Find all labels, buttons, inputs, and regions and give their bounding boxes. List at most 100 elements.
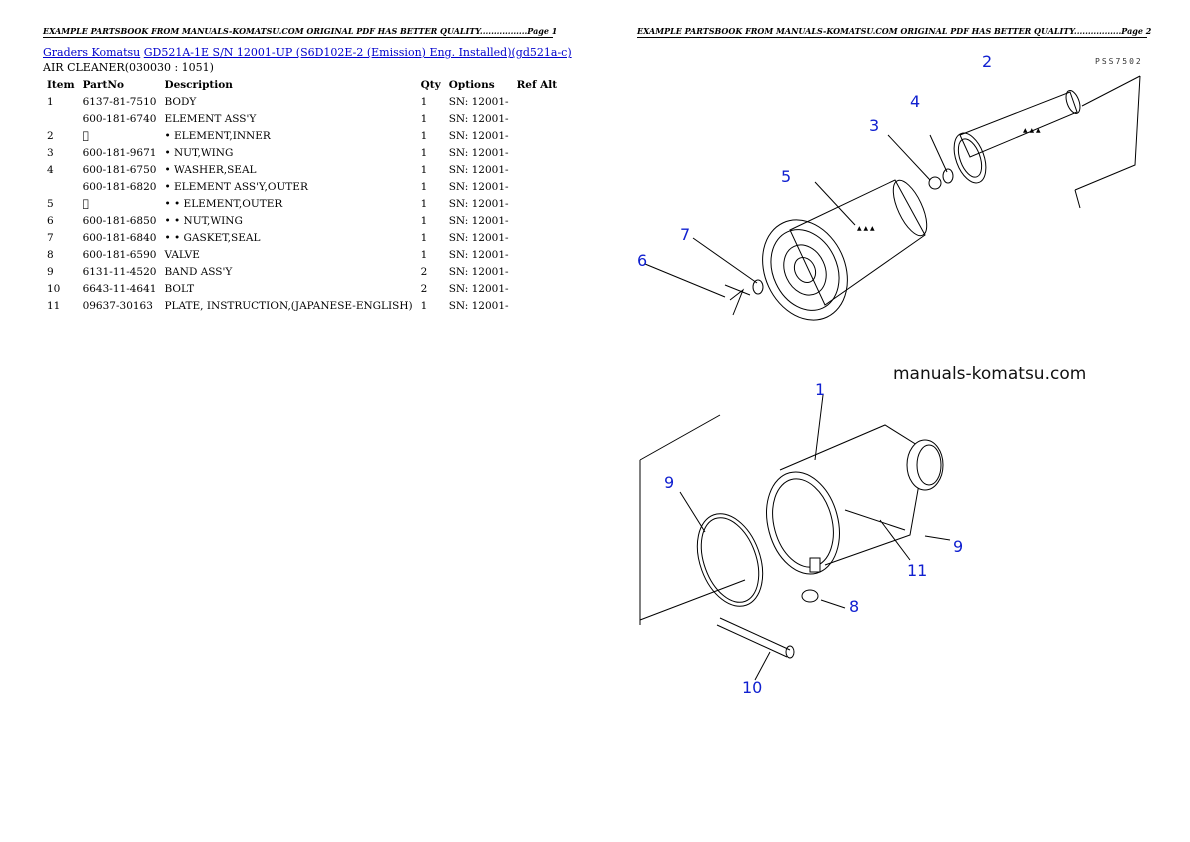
table-row: 1 6137-81-7510 BODY 1 SN: 12001- xyxy=(43,93,561,110)
breadcrumb: Graders Komatsu GD521A-1E S/N 12001-UP (… xyxy=(43,46,572,59)
cell-qty: 1 xyxy=(420,146,428,159)
cell-partno: 600-181-6850 xyxy=(82,214,157,227)
watermark-text: manuals-komatsu.com xyxy=(893,364,1086,384)
cell-refalt xyxy=(513,127,562,144)
cell-options: SN: 12001- xyxy=(448,248,509,261)
cell-item xyxy=(43,110,79,127)
col-item: Item xyxy=(47,78,75,91)
cell-refalt xyxy=(513,297,562,314)
col-description: Description xyxy=(164,78,233,91)
callout-4: 4 xyxy=(910,92,920,111)
cell-description: BOLT xyxy=(164,282,195,295)
cell-qty: 1 xyxy=(420,112,428,125)
cell-description: BAND ASS'Y xyxy=(164,265,233,278)
cell-description: BODY xyxy=(164,95,197,108)
cell-item: 8 xyxy=(47,248,54,261)
cell-item: 7 xyxy=(47,231,54,244)
cell-partno: 6137-81-7510 xyxy=(82,95,157,108)
cell-refalt xyxy=(513,263,562,280)
cell-item: 1 xyxy=(47,95,54,108)
cell-item: 3 xyxy=(47,146,54,159)
page-header-left: EXAMPLE PARTSBOOK FROM MANUALS-KOMATSU.C… xyxy=(43,26,558,38)
table-header-row: Item PartNo Description Qty Options Ref … xyxy=(43,76,561,93)
callout-2: 2 xyxy=(982,52,992,71)
callout-8: 8 xyxy=(849,597,859,616)
cell-qty: 1 xyxy=(420,129,428,142)
cell-item: 5 xyxy=(47,197,54,210)
callout-1: 1 xyxy=(815,380,825,399)
cell-item: 2 xyxy=(47,129,54,142)
page-title: AIR CLEANER(030030 : 1051) xyxy=(43,61,214,74)
cell-partno: 600-181-6840 xyxy=(82,231,157,244)
cell-item: 4 xyxy=(47,163,54,176)
cell-qty: 1 xyxy=(420,180,428,193)
cell-options: SN: 12001- xyxy=(448,180,509,193)
table-row: 7 600-181-6840 • • GASKET,SEAL 1 SN: 12001- xyxy=(43,229,561,246)
cell-partno:  xyxy=(79,127,161,144)
col-refalt: Ref Alt xyxy=(516,78,558,91)
cell-qty: 2 xyxy=(420,265,428,278)
cell-refalt xyxy=(513,246,562,263)
cell-qty: 1 xyxy=(420,248,428,261)
breadcrumb-link-model[interactable]: GD521A-1E S/N 12001-UP (S6D102E-2 (Emiss… xyxy=(143,46,572,59)
callout-9-right: 9 xyxy=(953,537,963,556)
cell-partno: 600-181-6750 xyxy=(82,163,157,176)
cell-description: • • GASKET,SEAL xyxy=(164,231,261,244)
cell-qty: 1 xyxy=(420,214,428,227)
cell-partno: 600-181-6590 xyxy=(82,248,157,261)
breadcrumb-link-graders[interactable]: Graders Komatsu xyxy=(43,46,141,59)
cell-description: • ELEMENT,INNER xyxy=(164,129,271,142)
cell-qty: 1 xyxy=(420,95,428,108)
cell-options: SN: 12001- xyxy=(448,197,509,210)
cell-qty: 1 xyxy=(420,163,428,176)
svg-text:▲ ▲ ▲: ▲ ▲ ▲ xyxy=(1023,127,1041,134)
cell-description: VALVE xyxy=(164,248,200,261)
svg-text:▲ ▲ ▲: ▲ ▲ ▲ xyxy=(857,225,875,232)
cell-description: ELEMENT ASS'Y xyxy=(164,112,257,125)
cell-refalt xyxy=(513,280,562,297)
cell-qty: 1 xyxy=(420,299,428,312)
body-drawing xyxy=(639,394,944,625)
cell-refalt xyxy=(513,212,562,229)
cell-item: 11 xyxy=(47,299,61,312)
cell-options: SN: 12001- xyxy=(448,299,509,312)
cell-options: SN: 12001- xyxy=(448,282,509,295)
cell-refalt xyxy=(513,93,562,110)
cell-options: SN: 12001- xyxy=(448,146,509,159)
cell-options: SN: 12001- xyxy=(448,129,509,142)
callout-6: 6 xyxy=(637,251,647,270)
cell-qty: 1 xyxy=(420,197,428,210)
cell-options: SN: 12001- xyxy=(448,112,509,125)
cell-description: • • ELEMENT,OUTER xyxy=(164,197,283,210)
cell-description: • ELEMENT ASS'Y,OUTER xyxy=(164,180,308,193)
col-options: Options xyxy=(448,78,495,91)
cell-item xyxy=(43,178,79,195)
cell-refalt xyxy=(513,195,562,212)
cell-refalt xyxy=(513,161,562,178)
cell-partno: 09637-30163 xyxy=(82,299,153,312)
cell-description: • WASHER,SEAL xyxy=(164,163,257,176)
callout-5: 5 xyxy=(781,167,791,186)
cell-options: SN: 12001- xyxy=(448,214,509,227)
cell-refalt xyxy=(513,178,562,195)
outer-element-drawing: ▲ ▲ ▲ xyxy=(762,179,928,321)
cell-qty: 1 xyxy=(420,231,428,244)
cell-options: SN: 12001- xyxy=(448,95,509,108)
cell-item: 6 xyxy=(47,214,54,227)
cell-refalt xyxy=(513,110,562,127)
cell-options: SN: 12001- xyxy=(448,231,509,244)
cell-partno: 600-181-6820 xyxy=(82,180,157,193)
cell-refalt xyxy=(513,229,562,246)
cell-partno: 6643-11-4641 xyxy=(82,282,157,295)
callout-9-left: 9 xyxy=(664,473,674,492)
table-row: 600-181-6820 • ELEMENT ASS'Y,OUTER 1 SN: 12… xyxy=(43,178,561,195)
table-row: 2 • ELEMENT,INNER 1 SN: 12001- xyxy=(43,127,561,144)
callout-3: 3 xyxy=(869,116,879,135)
cell-refalt xyxy=(513,144,562,161)
